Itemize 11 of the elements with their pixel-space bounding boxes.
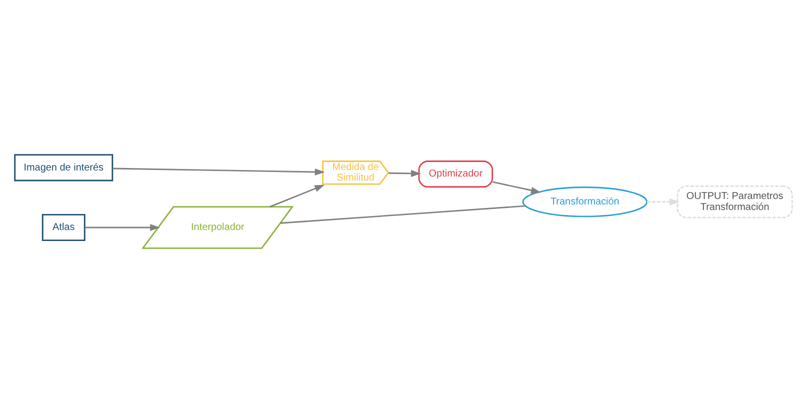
arrow bbox=[112, 168, 324, 176]
arrow bbox=[84, 224, 160, 231]
arrow bbox=[646, 198, 679, 206]
arrow bbox=[388, 170, 420, 177]
arrow bbox=[269, 184, 324, 208]
node-box: Imagen de interés bbox=[14, 154, 113, 182]
arrow bbox=[492, 181, 541, 194]
connector bbox=[280, 205, 526, 224]
node-box: OUTPUT: Parametros Transformación bbox=[676, 185, 792, 218]
node-box: Optimizador bbox=[418, 160, 493, 188]
node-box: Atlas bbox=[41, 214, 85, 242]
